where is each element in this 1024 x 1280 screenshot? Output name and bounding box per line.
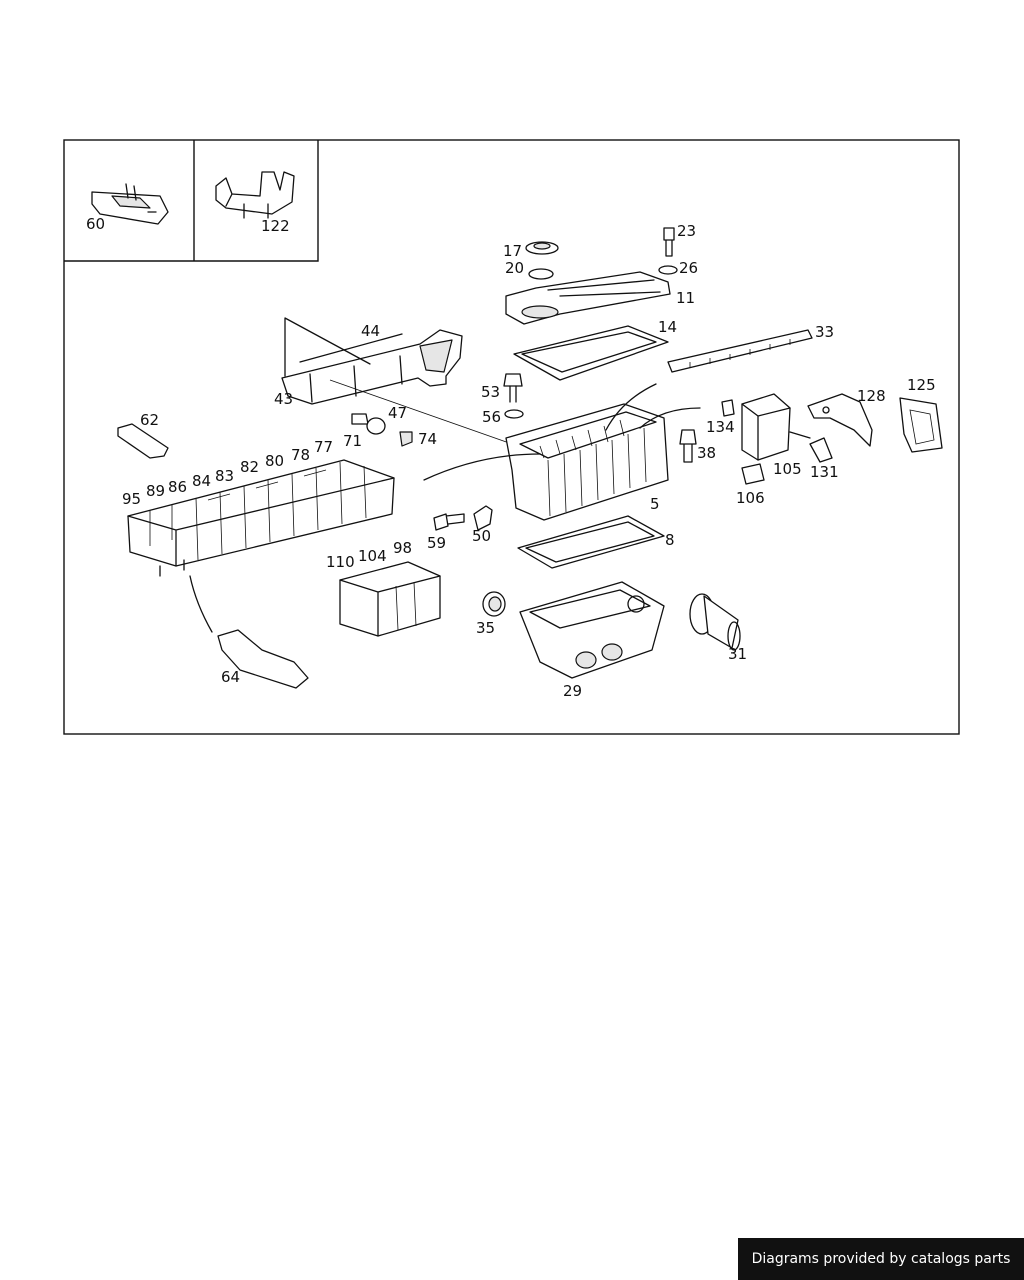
label-53: 53 xyxy=(481,383,500,401)
label-89: 89 xyxy=(146,482,165,500)
label-47: 47 xyxy=(388,404,407,422)
part-31-drawing xyxy=(689,593,741,651)
label-131: 131 xyxy=(810,463,839,481)
label-86: 86 xyxy=(168,478,187,496)
part-33-drawing xyxy=(667,329,813,373)
label-128: 128 xyxy=(857,387,886,405)
label-11: 11 xyxy=(676,289,695,307)
part-14-drawing xyxy=(513,325,669,381)
label-5: 5 xyxy=(650,495,660,513)
part-lid-drawing xyxy=(505,227,678,325)
label-26: 26 xyxy=(679,259,698,277)
label-95: 95 xyxy=(122,490,141,508)
label-71: 71 xyxy=(343,432,362,450)
label-98: 98 xyxy=(393,539,412,557)
label-60: 60 xyxy=(86,215,105,233)
part-35-drawing xyxy=(482,591,506,617)
footer-credit-banner: Diagrams provided by catalogs parts xyxy=(738,1238,1024,1280)
label-59: 59 xyxy=(427,534,446,552)
label-56: 56 xyxy=(482,408,501,426)
label-64: 64 xyxy=(221,668,240,686)
part-44-drawing xyxy=(281,317,513,445)
label-17: 17 xyxy=(503,242,522,260)
part-8-drawing xyxy=(517,515,665,569)
part-125-drawing xyxy=(899,397,943,453)
part-38-drawing xyxy=(679,429,697,463)
label-80: 80 xyxy=(265,452,284,470)
part-131-drawing xyxy=(809,437,833,463)
label-134: 134 xyxy=(706,418,735,436)
label-38: 38 xyxy=(697,444,716,462)
label-14: 14 xyxy=(658,318,677,336)
part-64-drawing xyxy=(217,629,309,689)
label-122: 122 xyxy=(261,217,290,235)
part-128-drawing xyxy=(807,393,873,447)
part-106-drawing xyxy=(741,463,765,485)
label-29: 29 xyxy=(563,682,582,700)
part-relay-stack-drawing xyxy=(127,459,395,633)
label-77: 77 xyxy=(314,438,333,456)
label-35: 35 xyxy=(476,619,495,637)
part-29-drawing xyxy=(519,581,665,679)
label-106: 106 xyxy=(736,489,765,507)
label-23: 23 xyxy=(677,222,696,240)
footer-credit-text: Diagrams provided by catalogs parts xyxy=(751,1251,1011,1267)
label-43: 43 xyxy=(274,390,293,408)
label-74: 74 xyxy=(418,430,437,448)
part-60-drawing xyxy=(91,183,169,225)
label-8: 8 xyxy=(665,531,675,549)
part-62-drawing xyxy=(117,423,169,459)
inset-frame xyxy=(64,140,319,262)
label-31: 31 xyxy=(728,645,747,663)
label-50: 50 xyxy=(472,527,491,545)
label-84: 84 xyxy=(192,472,211,490)
label-20: 20 xyxy=(505,259,524,277)
label-78: 78 xyxy=(291,446,310,464)
label-33: 33 xyxy=(815,323,834,341)
part-5-drawing xyxy=(423,383,701,521)
label-62: 62 xyxy=(140,411,159,429)
label-44: 44 xyxy=(361,322,380,340)
part-105-drawing xyxy=(741,393,811,461)
label-125: 125 xyxy=(907,376,936,394)
label-104: 104 xyxy=(358,547,387,565)
part-relay-group-drawing xyxy=(339,561,441,637)
part-122-drawing xyxy=(215,171,295,219)
label-110: 110 xyxy=(326,553,355,571)
part-small-hardware-drawing xyxy=(351,399,735,531)
label-82: 82 xyxy=(240,458,259,476)
part-53-56-drawing xyxy=(503,373,524,419)
label-83: 83 xyxy=(215,467,234,485)
diagram-frame xyxy=(63,139,960,735)
label-105: 105 xyxy=(773,460,802,478)
